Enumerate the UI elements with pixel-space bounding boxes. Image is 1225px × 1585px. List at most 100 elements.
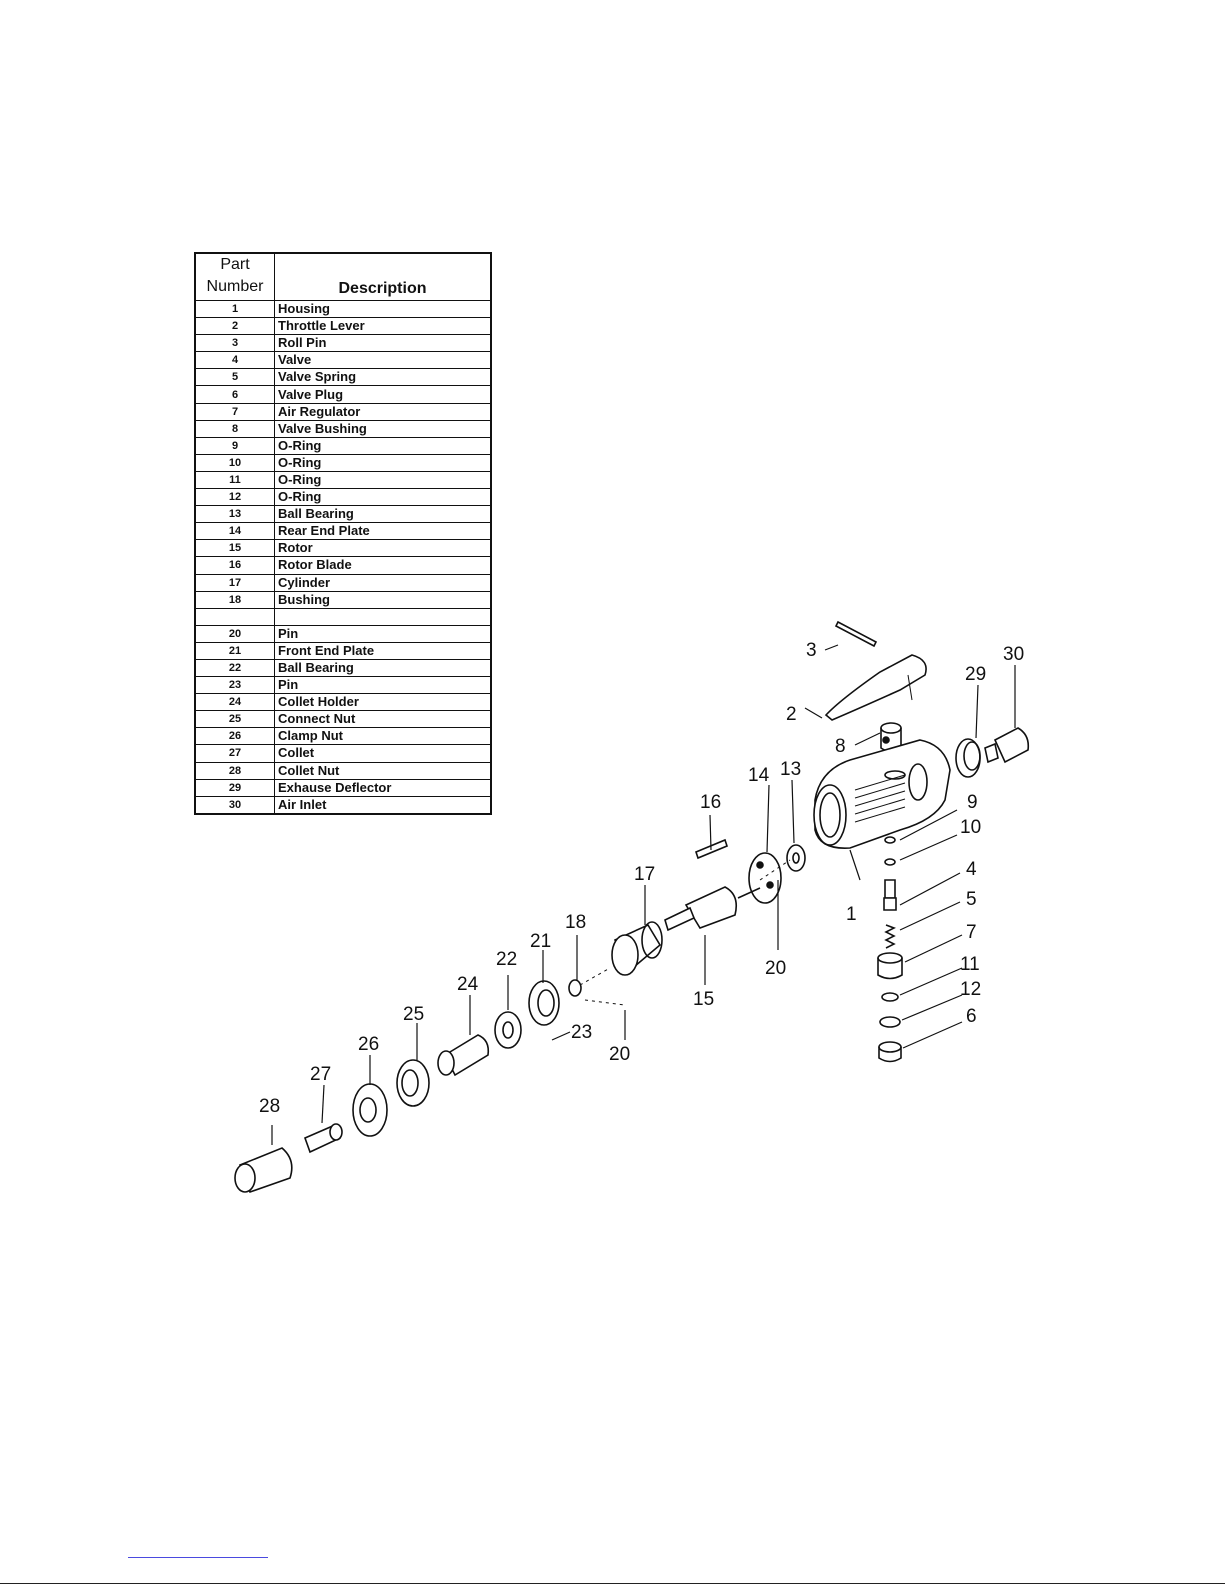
callout-15: 15 [693, 989, 714, 1010]
o-ring-11-part [881, 992, 899, 1002]
part-number-cell: 1 [194, 299, 275, 319]
callout-28: 28 [259, 1096, 280, 1117]
part-description-cell: Pin [274, 624, 492, 643]
part-description-cell: Air Inlet [274, 795, 492, 815]
clamp-nut-part [352, 1083, 388, 1137]
cylinder-part [611, 921, 663, 976]
part-description-cell: O-Ring [274, 488, 492, 507]
callout-10: 10 [960, 817, 981, 838]
part-description-cell: Housing [274, 299, 492, 319]
collet-part [303, 1123, 343, 1154]
part-number-cell: 11 [194, 470, 275, 490]
callout-14: 14 [748, 765, 770, 786]
callout-2: 2 [786, 704, 797, 725]
part-description-cell: Roll Pin [274, 334, 492, 353]
description-header: Description [274, 252, 492, 301]
connect-nut-part [396, 1059, 430, 1107]
bushing-part [568, 979, 582, 997]
valve-plug-part [878, 1041, 902, 1063]
rear-end-plate-part [748, 852, 782, 904]
part-description-cell: Valve [274, 351, 492, 370]
callout-8: 8 [835, 736, 846, 757]
ball-bearing-22-part [494, 1011, 522, 1049]
callout-23: 23 [571, 1022, 592, 1043]
part-description-cell: Valve Bushing [274, 419, 492, 438]
callout-3: 3 [806, 640, 817, 661]
part-number-cell: 30 [194, 795, 275, 815]
air-regulator-part [877, 952, 903, 980]
callout-21: 21 [530, 931, 551, 952]
part-description-cell: Air Regulator [274, 402, 492, 421]
part-description-cell: O-Ring [274, 470, 492, 490]
callout-1: 1 [846, 904, 857, 925]
throttle-lever-part [824, 654, 927, 721]
callout-29: 29 [965, 664, 986, 685]
table-header-row: Part Number Description [194, 252, 492, 301]
part-number-header: Part Number [194, 252, 275, 301]
callout-20-upper: 20 [765, 958, 786, 979]
part-description-cell: Valve Plug [274, 385, 492, 404]
air-inlet-part [984, 727, 1030, 764]
callout-20-lower: 20 [609, 1044, 630, 1065]
footer-link-underline [128, 1557, 268, 1558]
leader-lines [271, 644, 1016, 1145]
part-description-cell: Collet Holder [274, 693, 492, 712]
part-description-cell: O-Ring [274, 453, 492, 472]
collet-nut-part [234, 1147, 293, 1194]
callout-30: 30 [1003, 644, 1024, 665]
callout-16: 16 [700, 792, 721, 813]
o-ring-12-part [879, 1016, 901, 1028]
o-ring-9-part [884, 836, 896, 844]
callout-17: 17 [634, 864, 655, 885]
part-description-cell: Bushing [274, 590, 492, 609]
exhaust-deflector-part [955, 738, 981, 778]
callout-27: 27 [310, 1064, 331, 1085]
front-end-plate-part [528, 980, 560, 1026]
callout-13: 13 [780, 759, 801, 780]
rotor-part [664, 886, 761, 932]
callout-4: 4 [966, 859, 977, 880]
assembly-axis-line [579, 859, 791, 1006]
part-number-cell: 7 [194, 402, 275, 421]
callout-18: 18 [565, 912, 586, 933]
callout-24: 24 [457, 974, 479, 995]
callout-26: 26 [358, 1034, 379, 1055]
part-description-cell: Throttle Lever [274, 317, 492, 336]
part-description-cell: Valve Spring [274, 368, 492, 387]
part-number-cell: 18 [194, 590, 275, 609]
callout-6: 6 [966, 1006, 977, 1027]
part-description-cell: Ball Bearing [274, 658, 492, 678]
o-ring-10-part [884, 858, 896, 866]
callout-25: 25 [403, 1004, 424, 1025]
part-number-cell: 8 [194, 419, 275, 438]
part-description-cell: Clamp Nut [274, 727, 492, 746]
header-number: Number [206, 278, 264, 295]
valve-spring-part [884, 924, 896, 949]
part-number-cell: 12 [194, 488, 275, 507]
callout-12: 12 [960, 979, 981, 1000]
roll-pin-part [834, 620, 878, 648]
ball-bearing-13-part [786, 844, 806, 872]
header-part: Part [220, 256, 250, 273]
housing-part [813, 739, 951, 849]
valve-part [883, 879, 897, 911]
callout-5: 5 [966, 889, 977, 910]
page-bottom-rule [0, 1583, 1225, 1584]
